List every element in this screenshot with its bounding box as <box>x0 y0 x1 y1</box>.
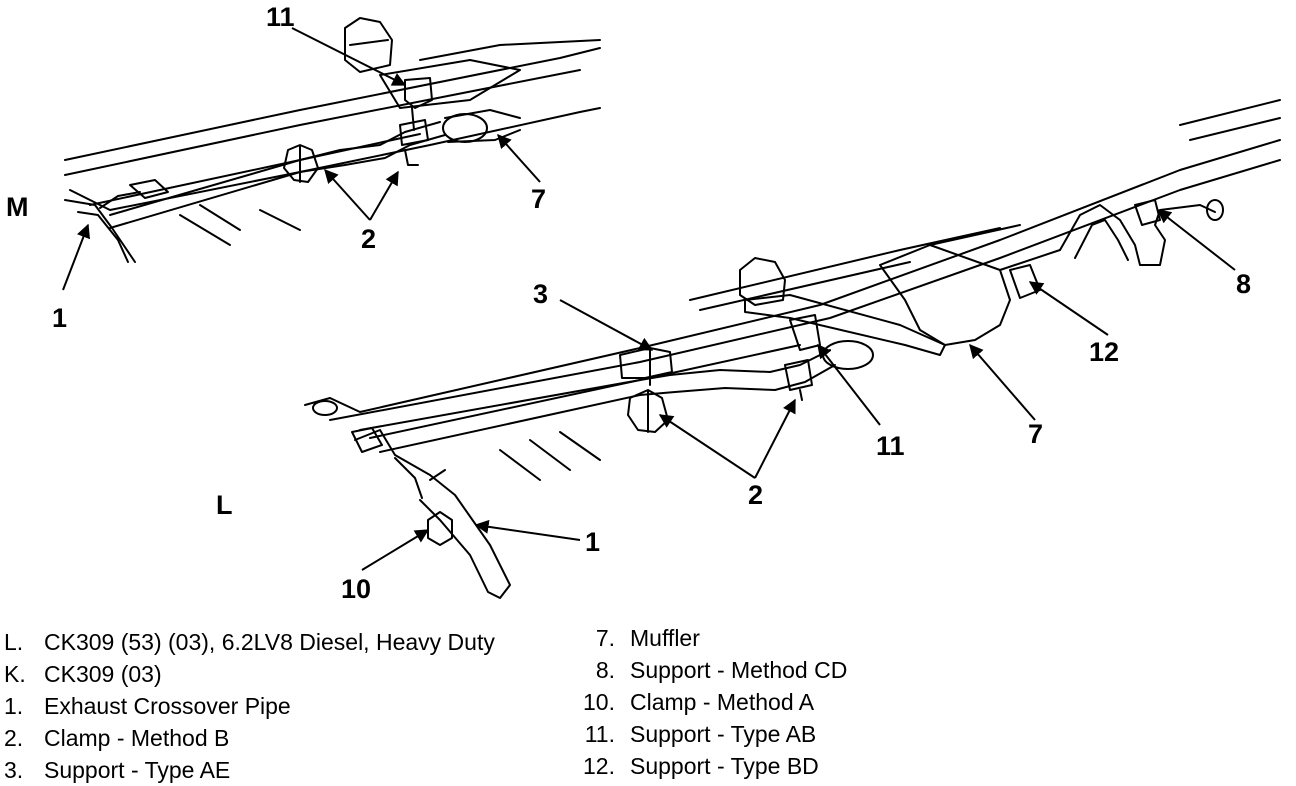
legend-left: L. CK309 (53) (03), 6.2LV8 Diesel, Heavy … <box>4 626 495 786</box>
upper-body-mount <box>344 17 393 73</box>
legend-text: Support - Type BD <box>630 753 819 779</box>
callout-1-upper: 1 <box>52 303 68 333</box>
legend-item: 11. Support - Type AB <box>576 718 847 750</box>
lower-exhaust-pipe <box>369 349 836 453</box>
callout-1-lower: 1 <box>585 527 601 557</box>
lower-front-mount <box>312 400 338 416</box>
legend-key: 7. <box>595 625 615 651</box>
legend-item: K. CK309 (03) <box>4 658 495 690</box>
legend-text: Clamp - Method B <box>44 725 230 751</box>
lower-support-8 <box>1134 199 1161 226</box>
callout-7-upper: 7 <box>531 184 547 214</box>
legend-key: K. <box>4 661 26 687</box>
view-label-l: L <box>216 490 233 520</box>
upper-crossmember <box>379 39 601 109</box>
legend-text: Exhaust Crossover Pipe <box>44 693 291 719</box>
legend-item: 7. Muffler <box>576 622 847 654</box>
legend-item: L. CK309 (53) (03), 6.2LV8 Diesel, Heavy … <box>4 626 495 658</box>
upper-exhaust-pipe <box>109 121 446 229</box>
legend-key: 3. <box>4 757 24 783</box>
lower-muffler <box>879 224 1061 346</box>
callout-10-lower: 10 <box>341 574 372 604</box>
lower-frame-rail <box>304 139 1281 431</box>
lower-leader-lines <box>361 209 1236 571</box>
callout-7-lower: 7 <box>1028 419 1044 449</box>
legend-text: Support - Method CD <box>630 657 848 683</box>
legend-right: 7. Muffler 8. Support - Method CD 10. Clamp… <box>576 622 847 782</box>
callout-11-upper: 11 <box>266 2 295 32</box>
lower-crossmember <box>744 294 946 356</box>
upper-clamp <box>283 144 319 183</box>
legend-item: 2. Clamp - Method B <box>4 722 495 754</box>
legend-key: 10. <box>583 689 615 715</box>
legend-item: 12. Support - Type BD <box>576 750 847 782</box>
callout-2-upper: 2 <box>361 224 377 254</box>
callout-11-lower: 11 <box>876 431 905 461</box>
lower-crossover-pipe <box>354 429 511 599</box>
legend-key: 12. <box>583 753 615 779</box>
legend-key: 8. <box>595 657 615 683</box>
callout-3-lower: 3 <box>533 279 549 309</box>
legend-key: 11. <box>584 721 615 747</box>
callout-8-lower: 8 <box>1236 269 1252 299</box>
upper-crossover-pipe <box>64 191 141 263</box>
view-label-m: M <box>6 192 29 222</box>
upper-leader-lines <box>62 27 541 291</box>
legend-text: Muffler <box>630 625 700 651</box>
lower-clamp-2 <box>627 389 669 433</box>
upper-support-hanger <box>399 77 433 166</box>
legend-text: Support - Type AB <box>630 721 817 747</box>
callout-2-lower: 2 <box>748 480 764 510</box>
legend-text: Support - Type AE <box>44 757 231 783</box>
callout-12-lower: 12 <box>1089 337 1120 367</box>
legend-text: CK309 (03) <box>44 661 162 687</box>
legend-item: 10. Clamp - Method A <box>576 686 847 718</box>
lower-view-drawing <box>304 99 1281 599</box>
legend-key: L. <box>4 629 24 655</box>
legend-text: CK309 (53) (03), 6.2LV8 Diesel, Heavy Du… <box>44 629 495 655</box>
legend-key: 2. <box>4 725 24 751</box>
legend-item: 3. Support - Type AE <box>4 754 495 786</box>
lower-support-12 <box>1009 264 1041 299</box>
upper-view-drawing <box>64 17 601 263</box>
legend-text: Clamp - Method A <box>630 689 815 715</box>
legend-key: 1. <box>4 693 24 719</box>
legend-item: 8. Support - Method CD <box>576 654 848 686</box>
legend-item: 1. Exhaust Crossover Pipe <box>4 690 495 722</box>
